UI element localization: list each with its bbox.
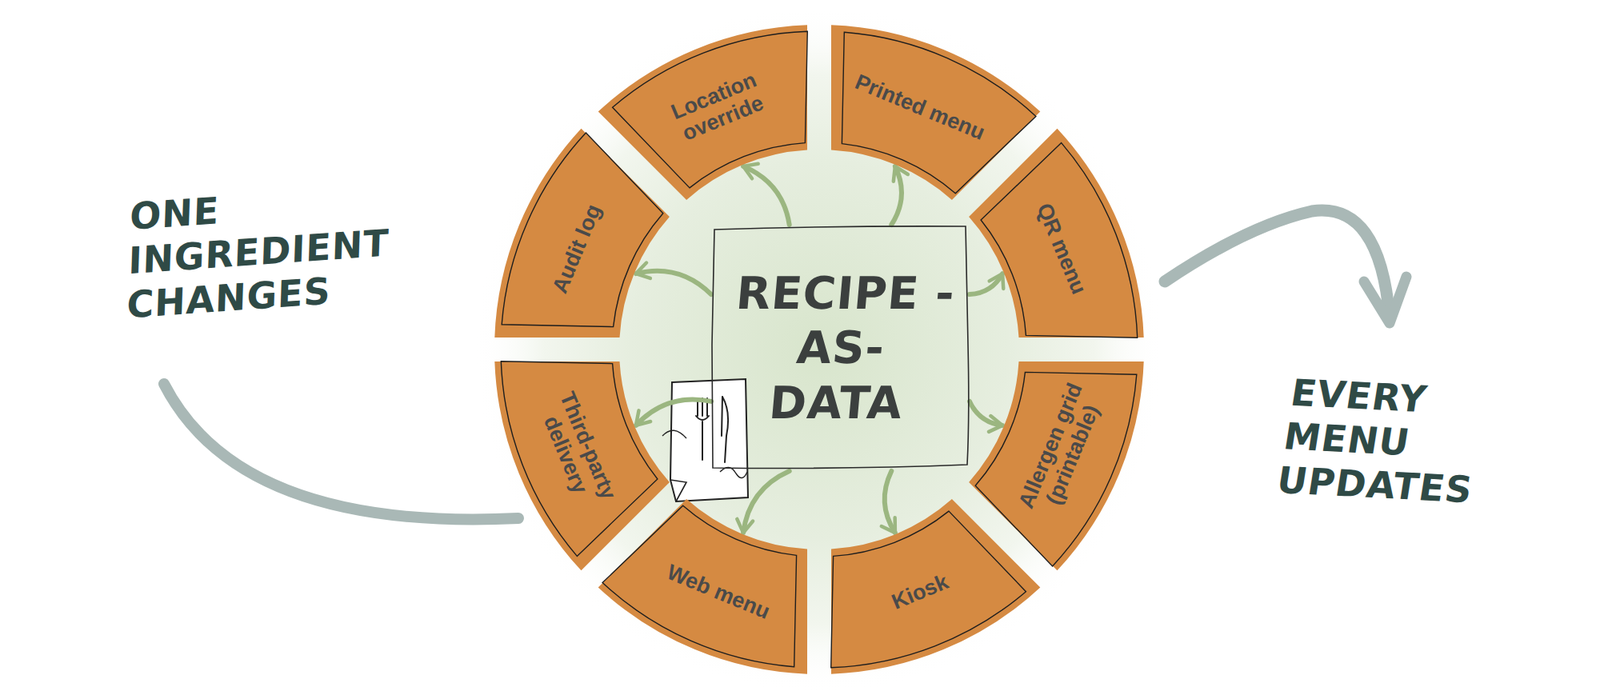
segment-fill [598,24,808,200]
segment-sketch [501,132,664,328]
curved-arrow [743,471,790,533]
curved-arrow [884,471,896,533]
handwritten-note: EVERY MENU UPDATES [1273,371,1504,514]
napkin-fold [670,480,687,502]
curved-arrow [969,273,1003,295]
ring-segment: Audit log [491,116,682,354]
swoosh-right-head [1364,276,1407,324]
segment-sketch [831,511,1027,668]
ring-segment: Third-party delivery [491,346,682,584]
segment-sketch [841,32,1036,194]
sketch-rect [712,226,969,469]
napkin [670,379,748,502]
ring-segment: Kiosk [816,487,1053,678]
knife [721,396,728,463]
segment-sketch [980,143,1138,339]
napkin-crease [662,430,687,439]
center-glow [475,5,1164,694]
fork [696,398,709,460]
center-title: RECIPE -AS- DATA [717,266,964,431]
segment-fill [494,128,670,338]
center-box: RECIPE -AS- DATA [711,224,970,472]
segment-fill [968,361,1144,571]
curved-arrow [891,166,902,225]
curved-arrow [636,271,712,295]
curved-arrow [969,401,1003,426]
swoosh-left [164,384,519,520]
segment-fill [831,24,1040,200]
segment-sketch [500,361,658,557]
segment-sketch [612,31,808,188]
curved-arrow [743,166,790,225]
segment-fill [831,499,1040,675]
napkin-squiggle [720,467,748,478]
segment-sketch [602,505,797,668]
ring-segment: QR menu [956,116,1148,353]
segment-fill [598,499,808,675]
handwritten-note: ONE INGREDIENT CHANGES [126,175,411,328]
segment-fill [968,128,1144,338]
curved-arrow [636,399,712,425]
napkin-illustration [662,379,748,502]
segment-fill [494,361,670,571]
swoosh-right [1164,210,1390,319]
